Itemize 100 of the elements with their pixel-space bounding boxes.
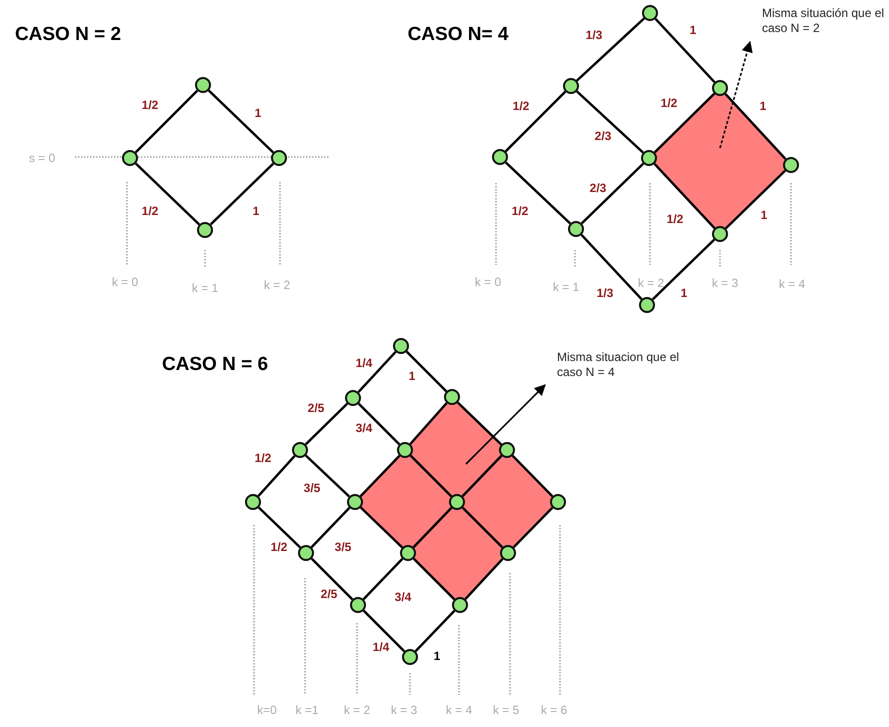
edge-weight: 1/2 <box>254 451 272 465</box>
connector-line <box>134 162 200 226</box>
connector-line <box>724 93 786 160</box>
connector-line <box>576 90 644 154</box>
connector-line <box>406 350 448 392</box>
lattice-node <box>712 80 728 96</box>
lattice-node <box>444 389 460 405</box>
lattice-node <box>292 442 308 458</box>
lattice-node <box>499 442 515 458</box>
lattice-node <box>639 297 655 313</box>
connector-line <box>258 506 302 548</box>
lattice-node <box>393 338 409 354</box>
connector-line <box>257 455 296 497</box>
edge-weight: 1/2 <box>666 212 684 226</box>
connector-line <box>409 402 448 445</box>
axis-label: s = 0 <box>28 151 56 165</box>
edge-weight: 1/2 <box>142 98 158 112</box>
lattice-node <box>347 494 363 510</box>
connector-line <box>310 506 350 548</box>
connector-line <box>462 506 504 548</box>
connector-line <box>362 558 404 600</box>
lattice-node <box>642 5 658 21</box>
axis-label: k=0 <box>257 703 277 717</box>
connector-line <box>310 558 354 600</box>
axis-label: k = 3 <box>390 703 418 717</box>
connector-line <box>462 454 502 498</box>
axis-label: k =1 <box>296 703 318 717</box>
lattice-node <box>122 150 138 166</box>
connector-line <box>652 238 716 300</box>
connector-line <box>305 454 350 498</box>
edge-weight: 1/2 <box>270 540 288 554</box>
connector-line <box>412 506 452 548</box>
edge-weight: 1/3 <box>586 28 602 42</box>
axis-label: k = 3 <box>712 276 738 290</box>
edge-weight: 2/3 <box>590 181 606 195</box>
lattice-node <box>271 150 287 166</box>
lattice-node <box>550 494 566 510</box>
annotation-text: Misma situacion que el caso N = 4 <box>557 350 685 380</box>
axis-label: k = 5 <box>492 703 520 717</box>
connector-line <box>414 610 456 652</box>
lattice-node <box>712 226 728 242</box>
case-heading: CASO N= 4 <box>408 24 508 46</box>
connector-line <box>512 454 554 498</box>
edge-weight: 2/3 <box>594 129 612 143</box>
edge-weight: 1/2 <box>660 96 678 110</box>
lattice-node <box>298 545 314 561</box>
connector-line <box>412 558 456 600</box>
case-heading: CASO N = 2 <box>14 24 122 46</box>
connector-line <box>724 170 786 230</box>
connector-line <box>134 90 198 154</box>
connector-line <box>654 163 716 229</box>
connector-line <box>304 402 348 446</box>
case-heading: CASO N = 6 <box>162 354 268 376</box>
edge-weight: 1/4 <box>356 356 372 370</box>
edge-weight: 3/5 <box>304 481 320 495</box>
connector-line <box>360 506 404 548</box>
lattice-node <box>568 221 584 237</box>
edge-weight: 2/5 <box>320 587 338 601</box>
connector-line <box>360 454 400 498</box>
edge-weight: 1 <box>760 99 766 113</box>
edge-weight: 1/3 <box>596 286 614 300</box>
lattice-node <box>195 77 211 93</box>
edge-weight: 1/4 <box>372 640 390 654</box>
connector-line <box>358 351 396 393</box>
connector-line <box>358 402 400 446</box>
lattice-node <box>345 390 361 406</box>
connector-line <box>362 610 406 652</box>
axis-label: k = 1 <box>192 281 218 295</box>
lattice-node <box>492 149 508 165</box>
connector-line <box>576 18 645 82</box>
edge-weight: 1 <box>252 204 260 218</box>
edge-weight: 3/4 <box>394 590 412 604</box>
edge-weight: 1/2 <box>142 204 158 218</box>
edge-weight: 1 <box>254 106 262 120</box>
lattice-node <box>452 597 468 613</box>
edge-weight: 1 <box>680 286 688 300</box>
edge-weight: 1 <box>434 649 440 663</box>
edge-weight: 3/5 <box>334 540 352 554</box>
edge-weight: 1 <box>408 369 416 383</box>
connector-line <box>410 454 452 498</box>
axis-label: k = 2 <box>264 278 290 292</box>
axis-label: k = 0 <box>474 275 502 289</box>
connector-line <box>580 162 644 224</box>
lattice-node <box>245 494 261 510</box>
axis-label: k = 6 <box>540 703 568 717</box>
lattice-node <box>402 649 418 665</box>
lattice-node <box>563 78 579 94</box>
axis-label: k = 2 <box>344 703 370 717</box>
arrow <box>719 40 753 148</box>
edge-weight: 1 <box>690 23 696 37</box>
connector-line <box>464 558 504 600</box>
connector-line <box>580 234 642 300</box>
edge-weight: 1 <box>760 208 768 222</box>
edge-weight: 2/5 <box>308 401 324 415</box>
axis-label: k = 2 <box>638 276 664 290</box>
connector-line <box>210 162 274 226</box>
lattice-node <box>197 222 213 238</box>
edge-weight: 1/2 <box>512 99 530 113</box>
connector-line <box>504 90 566 152</box>
axis-label: k = 4 <box>778 277 806 291</box>
